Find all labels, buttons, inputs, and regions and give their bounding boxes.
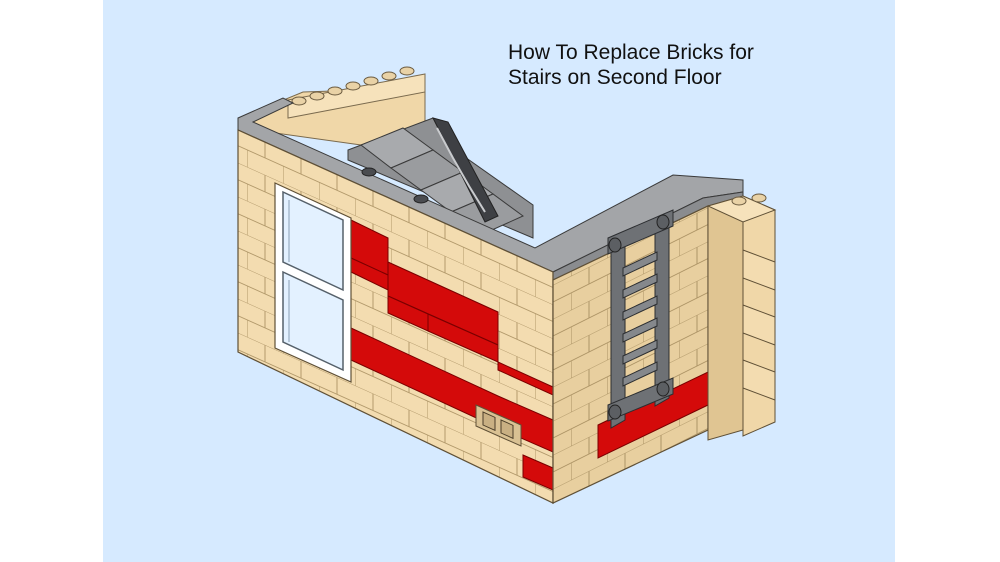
window-icon <box>274 182 352 383</box>
corner-column <box>706 193 777 441</box>
stud-row <box>291 66 415 106</box>
title-line-1: How To Replace Bricks for <box>508 41 754 64</box>
outlet-brick <box>475 404 522 447</box>
ladder-icon <box>607 209 674 429</box>
title-line-2: Stairs on Second Floor <box>508 66 722 89</box>
instruction-slide: How To Replace Bricks for Stairs on Seco… <box>103 0 895 562</box>
slide-title: How To Replace Bricks for Stairs on Seco… <box>508 40 828 90</box>
brick-wall-model <box>237 66 777 504</box>
stairs-icon <box>347 117 534 239</box>
